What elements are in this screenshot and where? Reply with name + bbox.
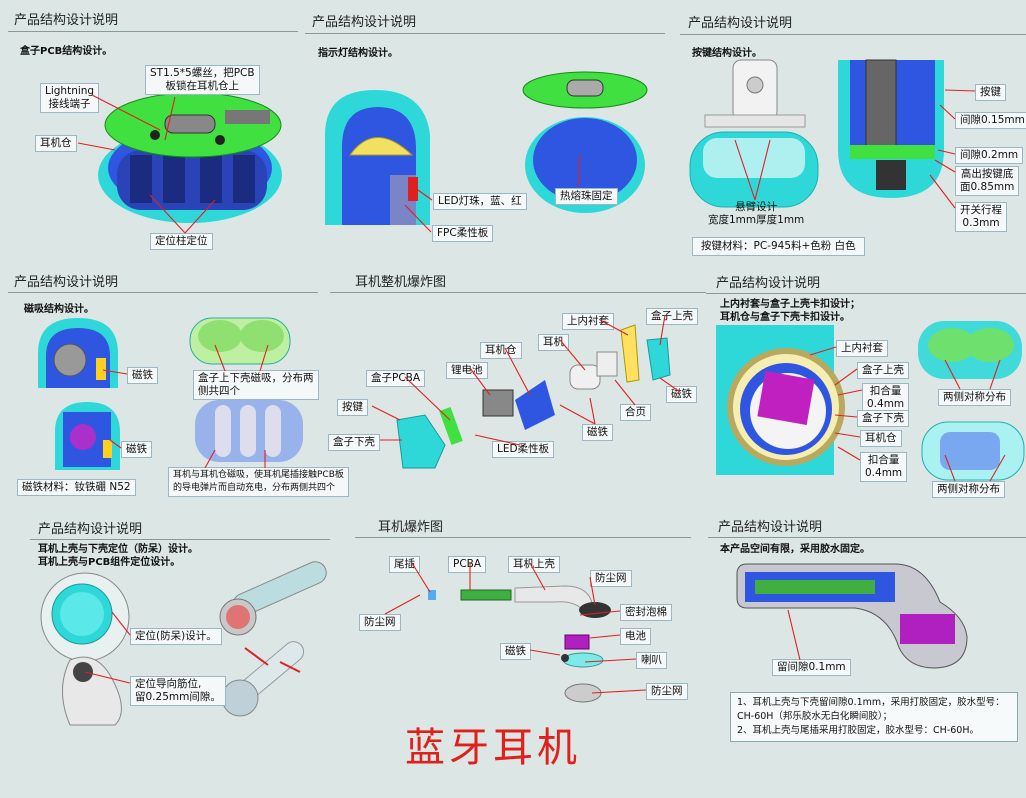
panel3-title: 产品结构设计说明	[688, 16, 793, 31]
label-travel: 开关行程 0.3mm	[955, 202, 1007, 232]
label-liner: 上内衬套	[836, 340, 888, 357]
label-upper-shell: 盒子上壳	[646, 308, 698, 325]
label-distribution: 盒子上下壳磁吸，分布两 侧共四个	[193, 370, 319, 400]
label-fpc: FPC柔性板	[432, 225, 494, 242]
label-foam: 密封泡棉	[620, 604, 672, 621]
panel5-title: 耳机整机爆炸图	[355, 275, 447, 290]
panel7-title: 产品结构设计说明	[38, 522, 143, 537]
glue-notes: 1、耳机上壳与下壳留间隙0.1mm，采用打胶固定，胶水型号： CH-60H（邦乐…	[730, 692, 1018, 742]
snap-box-top	[918, 321, 1022, 379]
label-bay: 耳机仓	[860, 430, 902, 447]
label-battery: 电池	[620, 628, 651, 645]
label-dust-net-0: 防尘网	[359, 614, 401, 631]
magnet-bay-drawing	[195, 400, 303, 462]
label-magnet-material: 磁铁材料：钕铁硼 N52	[17, 479, 136, 496]
panel7-subtitle: 耳机上壳与下壳定位（防呆）设计。 耳机上壳与PCB组件定位设计。	[38, 544, 198, 568]
label-upper-shell: 盒子上壳	[857, 362, 909, 379]
panel4-subtitle: 磁吸结构设计。	[24, 304, 94, 315]
panel6-title: 产品结构设计说明	[716, 276, 821, 291]
pcb-box-drawing	[98, 92, 282, 223]
label-gap2: 间隙0.2mm	[955, 147, 1024, 164]
panel1-subtitle: 盒子PCB结构设计。	[20, 46, 113, 57]
label-led: LED灯珠，蓝、红	[433, 193, 527, 210]
label-magnet: 磁铁	[500, 643, 531, 660]
earbud-stem-top	[219, 561, 327, 636]
label-battery: 锂电池	[446, 362, 488, 379]
magnet-drawing-1	[38, 318, 118, 388]
magnet-box-drawing	[189, 317, 291, 365]
label-upper-shell: 耳机上壳	[508, 556, 560, 573]
label-dust-net-2: 防尘网	[646, 683, 688, 700]
earbud-exploded-view	[428, 585, 611, 703]
panel9-subtitle: 本产品空间有限，采用胶水固定。	[720, 544, 870, 555]
label-bay: 耳机仓	[480, 342, 522, 359]
panel9-title: 产品结构设计说明	[718, 520, 823, 535]
label-lightning: Lightning 接线端子	[40, 83, 100, 113]
label-magnet-2: 磁铁	[121, 441, 152, 458]
label-gap1: 间隙0.15mm	[955, 112, 1026, 129]
label-dust-net-1: 防尘网	[590, 570, 632, 587]
label-arm: 悬臂设计 宽度1mm厚度1mm	[708, 201, 805, 226]
label-magnet: 磁铁	[582, 424, 613, 441]
indicator-drawing	[325, 90, 430, 225]
earbud-locate-drawing	[40, 572, 130, 662]
label-hot: 热熔珠固定	[555, 188, 618, 205]
note-line-2: CH-60H（邦乐胶水无白化瞬间胶）；	[737, 711, 893, 722]
label-pcba: PCBA	[448, 556, 487, 573]
footer-title: 蓝牙耳机	[405, 725, 581, 771]
panel4-title: 产品结构设计说明	[14, 275, 119, 290]
label-material: 按键材料：PC-945料+色粉 白色	[692, 237, 865, 256]
label-gap: 留间隙0.1mm	[772, 659, 851, 676]
box-exploded-view	[396, 324, 671, 469]
label-raise: 高出按键底 面0.85mm	[955, 166, 1020, 196]
label-earphone: 耳机	[538, 334, 569, 351]
label-led-fpc: LED柔性板	[492, 441, 555, 458]
key-drawing	[689, 59, 819, 208]
label-symmetric-1: 两侧对称分布	[938, 389, 1011, 406]
panel2-subtitle: 指示灯结构设计。	[318, 48, 398, 59]
label-tail: 尾插	[389, 556, 420, 573]
panel8-title: 耳机爆炸图	[378, 520, 444, 535]
label-liner: 上内衬套	[562, 313, 614, 330]
label-locate: 定位(防呆)设计。	[130, 628, 222, 645]
label-post: 定位柱定位	[150, 233, 213, 250]
label-charge: 耳机与耳机仓磁吸，使耳机尾插接触PCB板 的导电弹片而自动充电，分布两侧共四个	[168, 467, 349, 497]
label-snap-1: 扣合量 0.4mm	[862, 383, 910, 413]
note-line-3: 2、耳机上壳与尾插采用打胶固定，胶水型号：CH-60H。	[737, 725, 979, 736]
key-section-drawing	[838, 59, 944, 198]
label-bay: 耳机仓	[35, 135, 77, 152]
label-key: 按键	[975, 84, 1006, 101]
earbud-stem-bottom	[221, 641, 305, 717]
label-snap-2: 扣合量 0.4mm	[860, 452, 908, 482]
label-magnet-2: 磁铁	[666, 386, 697, 403]
panel3-subtitle: 按键结构设计。	[692, 48, 762, 59]
label-magnet-1: 磁铁	[127, 367, 158, 384]
label-symmetric-2: 两侧对称分布	[932, 481, 1005, 498]
panel1-title: 产品结构设计说明	[14, 13, 119, 28]
label-hinge: 合页	[620, 404, 651, 421]
glue-section-drawing	[736, 563, 968, 669]
earbud-rib-drawing	[62, 656, 122, 726]
panel2-title: 产品结构设计说明	[312, 15, 417, 30]
label-key: 按键	[337, 399, 368, 416]
label-lower-shell: 盒子下壳	[857, 410, 909, 427]
magnet-drawing-2	[55, 402, 120, 470]
note-line-1: 1、耳机上壳与下壳留间隙0.1mm，采用打胶固定，胶水型号：	[737, 697, 1005, 708]
label-rib: 定位导向筋位, 留0.25mm间隙。	[130, 676, 226, 706]
label-lower-shell: 盒子下壳	[328, 434, 380, 451]
snap-section-drawing	[716, 325, 845, 475]
label-screw: ST1.5*5螺丝，把PCB 板锁在耳机仓上	[145, 65, 260, 95]
label-speaker: 喇叭	[636, 652, 667, 669]
panel6-subtitle: 上内衬套与盒子上壳卡扣设计； 耳机仓与盒子下壳卡扣设计。	[720, 299, 860, 323]
